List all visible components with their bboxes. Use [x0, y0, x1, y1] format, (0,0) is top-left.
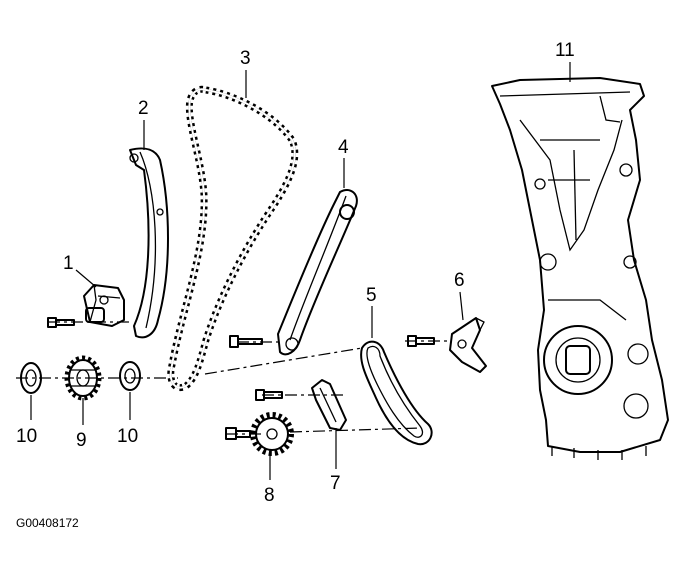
callout-1: 1 [63, 253, 74, 274]
oil-pump-chain [360, 340, 433, 446]
oil-pump-chain-tensioner [449, 317, 487, 373]
oil-pump-sprocket [250, 412, 294, 456]
figure-code: G00408172 [16, 516, 79, 530]
washer-left [20, 362, 42, 394]
callout-7: 7 [330, 473, 341, 494]
callout-4: 4 [338, 137, 349, 158]
guide-bolt [229, 335, 263, 348]
callout-9: 9 [76, 430, 87, 451]
tensioner-arm [129, 147, 169, 339]
chain-tensioner [83, 284, 125, 327]
crankshaft-sprocket [64, 355, 102, 401]
washer-right [119, 361, 141, 391]
callout-2: 2 [138, 98, 149, 119]
callout-10-right: 10 [117, 426, 138, 447]
callout-11: 11 [555, 40, 575, 61]
leader-lines [30, 62, 571, 480]
callout-8: 8 [264, 485, 275, 506]
callout-5: 5 [366, 285, 377, 306]
engine-front-cover [491, 77, 669, 460]
oil-tensioner-bolt [407, 335, 435, 347]
tensioner-bolt [47, 317, 75, 328]
callout-10-left: 10 [16, 426, 37, 447]
oil-pump-chain-guide [311, 379, 347, 431]
chain-guide [277, 188, 358, 356]
callout-3: 3 [240, 48, 251, 69]
timing-chain [167, 85, 299, 391]
sprocket-bolt [225, 427, 251, 440]
callout-6: 6 [454, 270, 465, 291]
oil-guide-bolt [255, 389, 283, 401]
